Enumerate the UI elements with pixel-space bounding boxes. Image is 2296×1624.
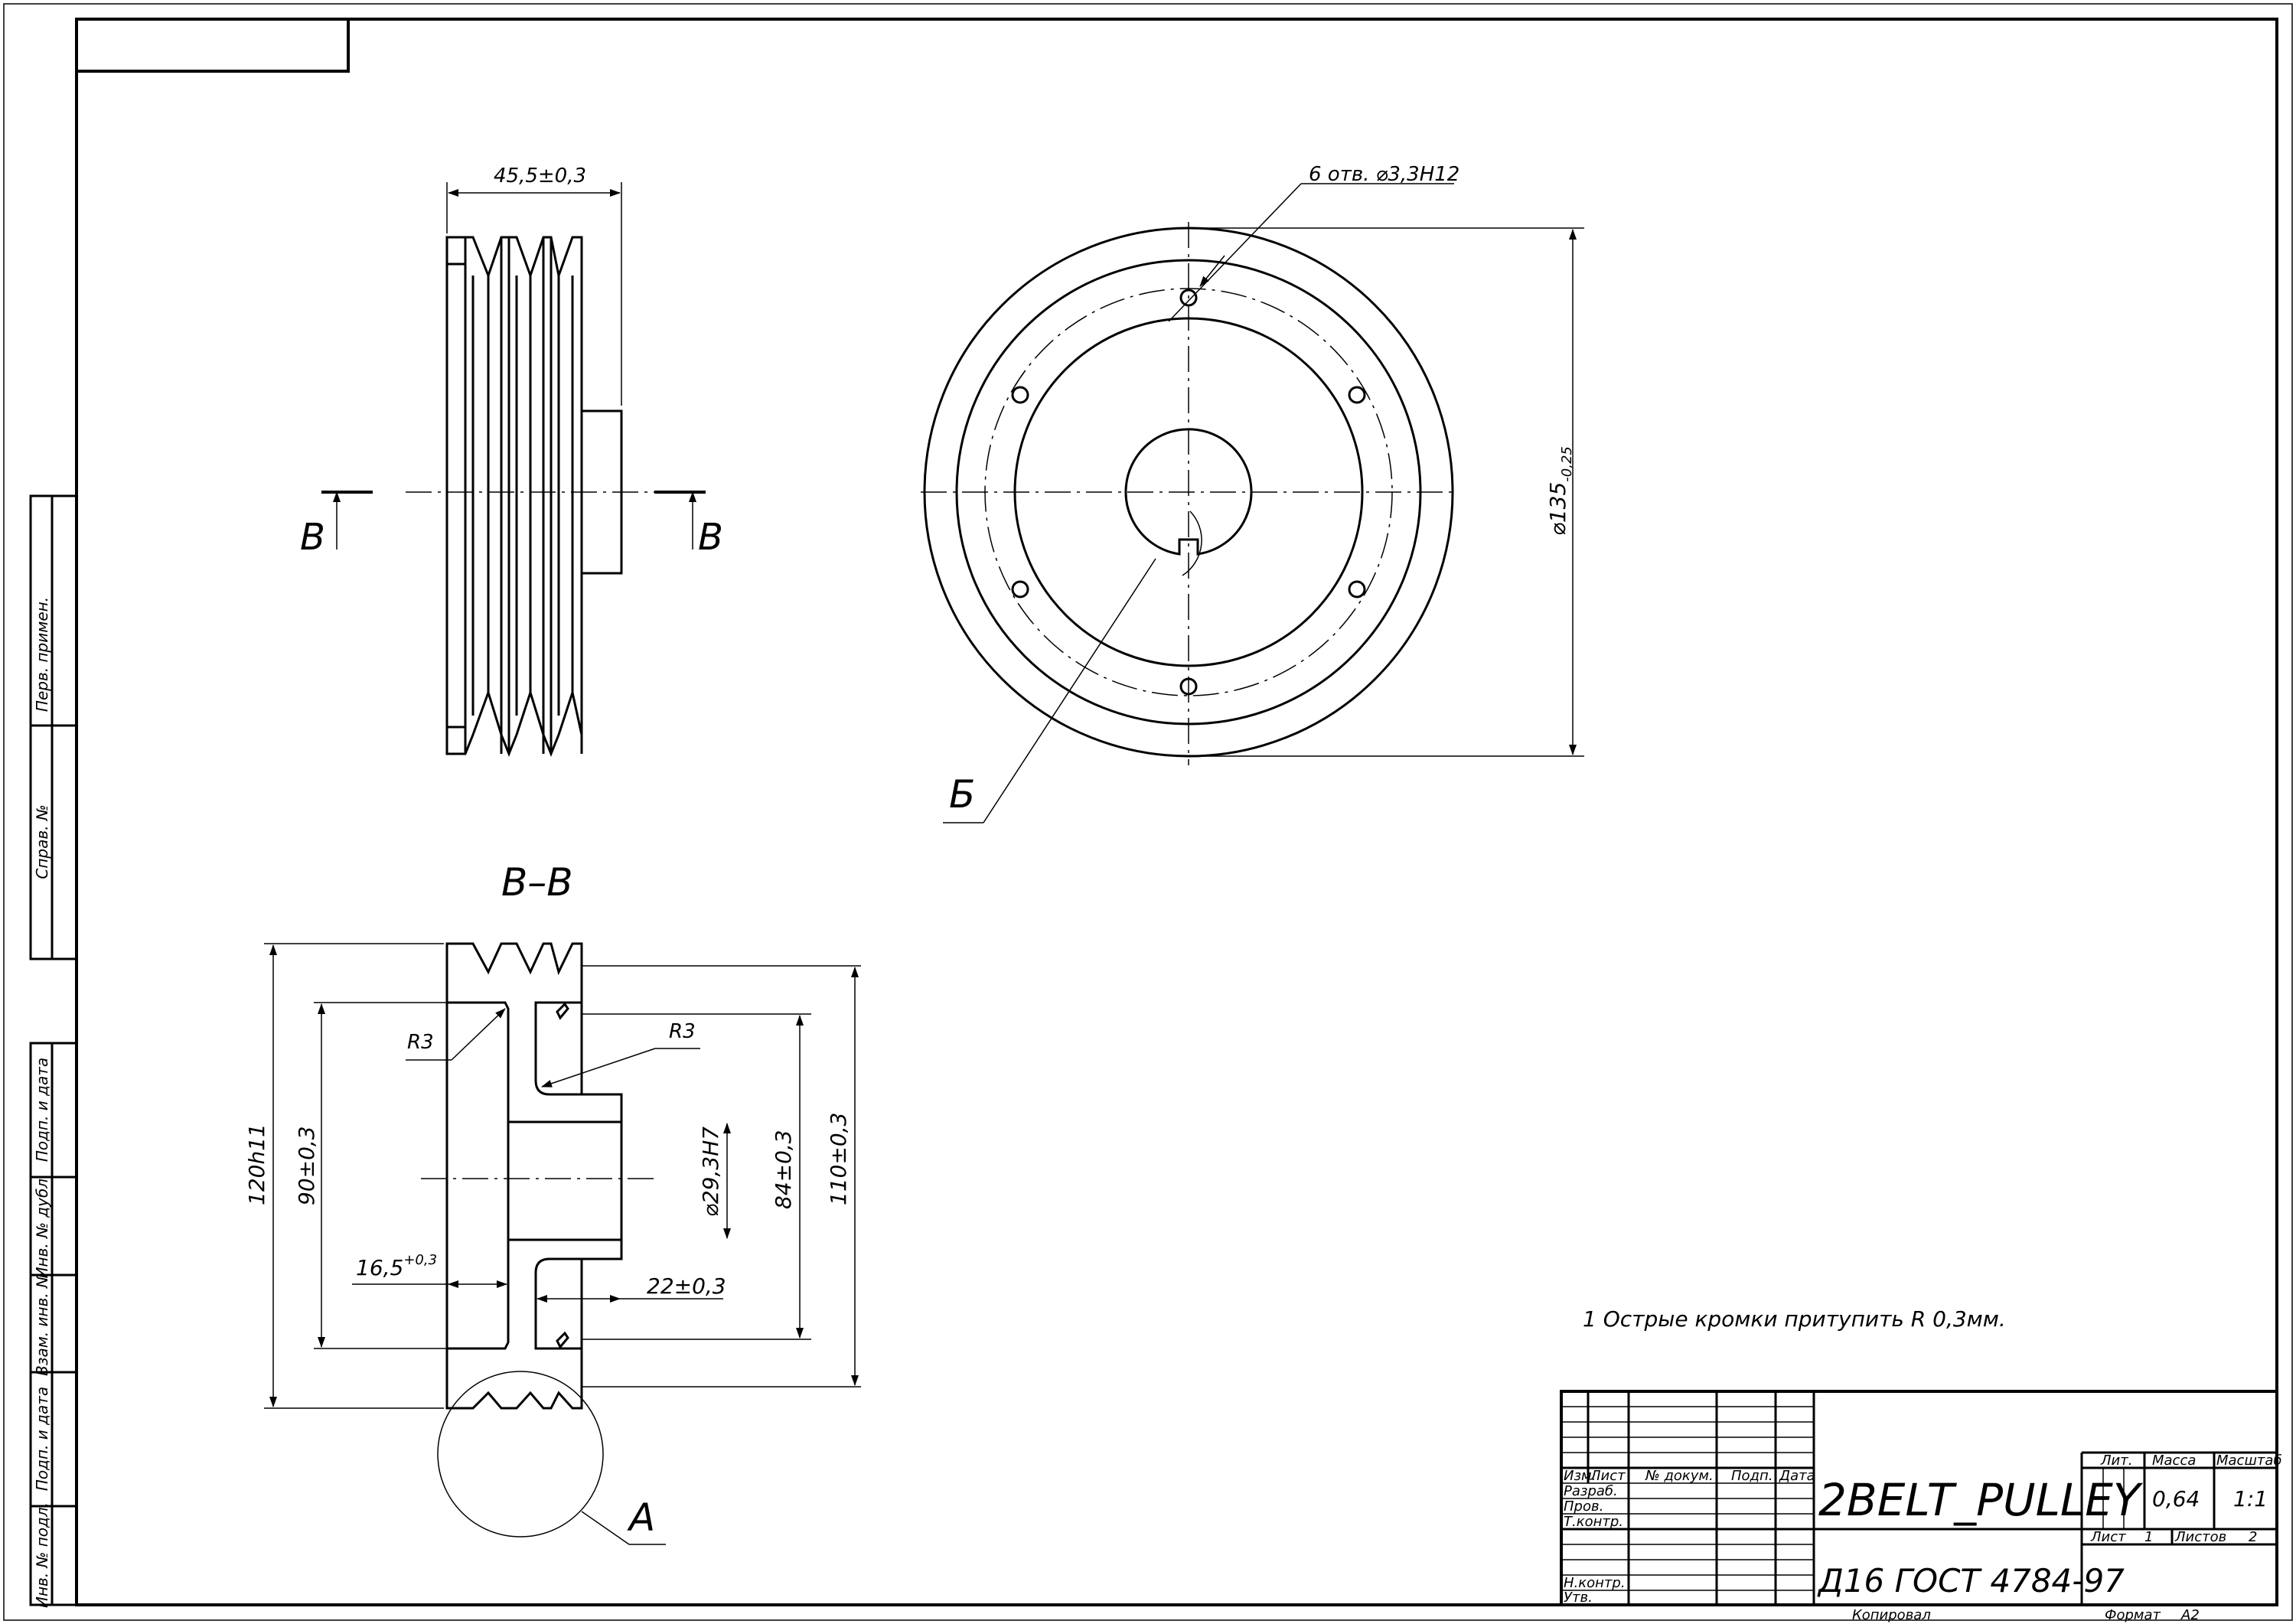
technical-note: 1 Острые кромки притупить R 0,3мм. <box>1583 1306 2006 1332</box>
feature-b-arc <box>1182 510 1202 576</box>
dim-84: 84±0,3 <box>771 1130 796 1209</box>
tb-col-izm: Изм. <box>1564 1468 1596 1484</box>
mounting-holes <box>1011 289 1366 696</box>
tb-row-utv: Утв. <box>1564 1590 1593 1606</box>
r3-left: R3 <box>407 1031 434 1054</box>
detail-a-circle <box>437 1371 604 1538</box>
tb-material: Д16 ГОСТ 4784-97 <box>1817 1562 2125 1600</box>
sheet-frame <box>3 3 2293 1621</box>
tb-scale-value: 1:1 <box>2233 1486 2268 1511</box>
section-marker-left: В <box>300 516 325 559</box>
dim-110: 110±0,3 <box>826 1113 851 1205</box>
dim-16: 16,5+0,3 <box>356 1252 437 1280</box>
strip-label-podp-2: Подп. и дата <box>33 1387 51 1491</box>
strip-label-inv-dubl: Инв. № дубл. <box>33 1174 51 1279</box>
section-title: В–В <box>501 860 573 905</box>
strip-label-vzam: Взам. инв. № <box>33 1272 51 1376</box>
tb-col-list: Лист <box>1590 1468 1626 1484</box>
title-block <box>1560 1390 2278 1606</box>
tb-designation: 2BELT_PULLEY <box>1818 1474 2144 1526</box>
tb-col-docum: № докум. <box>1645 1468 1714 1484</box>
strip-label-inv-podl: Инв. № подл. <box>33 1502 51 1608</box>
outer-dia-dim: ⌀135-0,25 <box>1545 446 1575 536</box>
tb-col-data: Дата <box>1779 1468 1815 1484</box>
top-left-box <box>75 18 350 73</box>
section-view: В–В А R3 R3 <box>244 860 861 1545</box>
tb-format-label: Формат <box>2105 1607 2161 1623</box>
side-strip <box>29 494 78 1606</box>
keyed-bore <box>1124 428 1253 556</box>
holes-label: 6 отв. ⌀3,3Н12 <box>1309 163 1459 186</box>
dim-bore: ⌀29,3Н7 <box>698 1127 723 1217</box>
tb-col-podp: Подп. <box>1731 1468 1773 1484</box>
tb-sheet-value: 1 <box>2144 1529 2153 1545</box>
strip-label-podp-1: Подп. и дата <box>33 1058 51 1162</box>
section-hatch-top <box>445 942 623 1123</box>
side-width-dim: 45,5±0,3 <box>494 165 586 188</box>
tb-row-razrab: Разраб. <box>1564 1483 1618 1499</box>
tb-mass-value: 0,64 <box>2152 1486 2200 1511</box>
tb-sheets-label: Листов <box>2174 1529 2226 1545</box>
section-hatch-bottom <box>445 1238 623 1410</box>
tb-sheet-label: Лист <box>2090 1529 2126 1545</box>
strip-label-perv: Перв. примен. <box>33 597 51 712</box>
tb-format-value: А2 <box>2180 1607 2200 1623</box>
tb-row-tkontr: Т.контр. <box>1564 1514 1623 1530</box>
section-marker-right: В <box>698 516 723 559</box>
dim-90: 90±0,3 <box>294 1126 319 1205</box>
callout-b: Б <box>949 772 975 817</box>
tb-copied-label: Копировал <box>1852 1607 1931 1623</box>
tb-scale-label: Масштаб <box>2216 1453 2282 1469</box>
callout-a: А <box>627 1495 655 1540</box>
tb-row-prov: Пров. <box>1564 1498 1603 1515</box>
tb-row-nkontr: Н.контр. <box>1564 1575 1626 1591</box>
dim-22: 22±0,3 <box>647 1273 726 1299</box>
strip-label-sprav: Справ. № <box>33 804 51 879</box>
front-view: 6 отв. ⌀3,3Н12 ⌀135-0,25 Б <box>921 163 1584 823</box>
dim-120: 120h11 <box>244 1123 269 1205</box>
tb-sheets-value: 2 <box>2249 1529 2257 1545</box>
r3-right: R3 <box>669 1020 696 1043</box>
tb-mass-label: Масса <box>2152 1453 2196 1469</box>
side-view: 45,5±0,3 В В <box>300 165 723 758</box>
tb-lit-label: Лит. <box>2100 1453 2132 1469</box>
